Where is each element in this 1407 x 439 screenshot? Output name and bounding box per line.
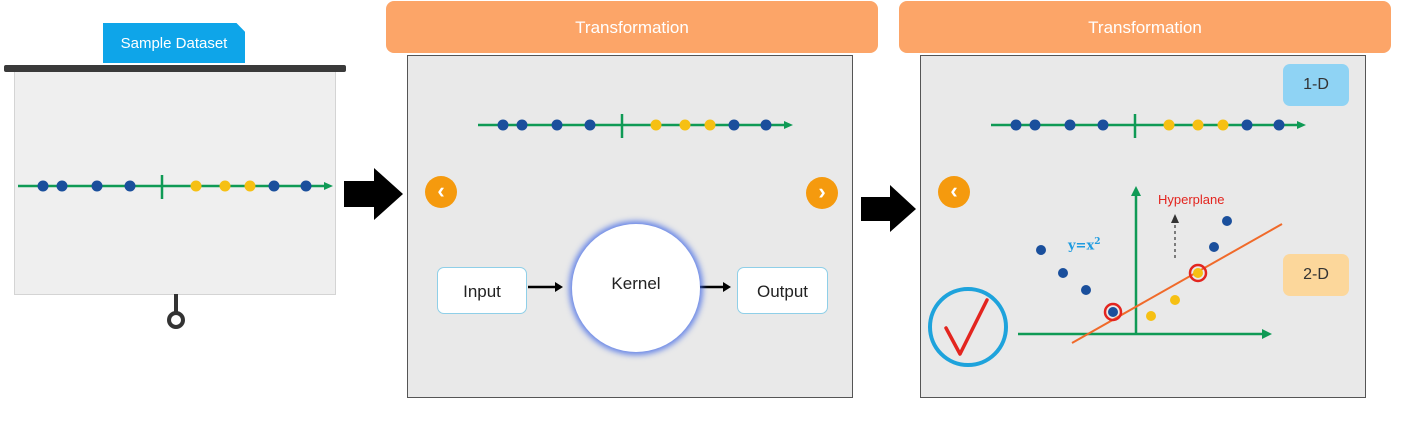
right-arrow-icon [344,168,403,220]
badge-1d: 1-D [1283,64,1349,106]
blue-point [760,119,772,131]
blue-point [1241,119,1253,131]
output-box: Output [737,267,828,314]
blue-point [1081,285,1091,295]
equation-base: y=x [1068,238,1095,254]
blue-point [268,180,280,192]
projector-stand-icon [167,294,185,329]
badge-2d: 2-D [1283,254,1349,296]
blue-point [91,180,103,192]
yellow-point [1163,119,1175,131]
blue-point [124,180,136,192]
checkmark-icon [928,287,1008,367]
hyperplane-pointer [1171,214,1179,258]
chevron-left-icon[interactable]: ‹ [938,176,970,208]
yellow-point [1170,295,1180,305]
yellow-point [244,180,256,192]
hyperplane-label: Hyperplane [1158,192,1225,207]
blue-point [1108,307,1118,317]
highlight-ring [1188,263,1208,283]
yellow-point [219,180,231,192]
blue-point [37,180,49,192]
kernel-to-output-arrow [700,282,731,292]
blue-point [551,119,563,131]
blue-point [1097,119,1109,131]
equation-label: y=x2 [1068,237,1100,253]
yellow-point [704,119,716,131]
yellow-point [1193,268,1203,278]
blue-point [497,119,509,131]
transformation-banner-2: Transformation [899,1,1391,53]
yellow-point [1146,311,1156,321]
projector-screen [14,72,336,295]
plot-points [1036,216,1232,322]
blue-point [1036,245,1046,255]
blue-point [56,180,68,192]
plot-axes [1018,186,1272,339]
hyperplane-line [1071,223,1283,344]
projector-bar [4,65,346,72]
data-points [37,119,1285,192]
blue-point [516,119,528,131]
equation-exponent: 2 [1094,237,1101,247]
yellow-point [1192,119,1204,131]
input-box: Input [437,267,527,314]
blue-point [1209,242,1219,252]
chevron-left-icon[interactable]: ‹ [425,176,457,208]
transformation-banner-1: Transformation [386,1,878,53]
blue-point [1029,119,1041,131]
yellow-point [679,119,691,131]
right-arrow-icon [861,185,916,232]
blue-point [1273,119,1285,131]
highlight-ring [1103,302,1123,322]
chevron-right-icon[interactable]: › [806,177,838,209]
transformation-panel-2 [920,55,1366,398]
kernel-circle: Kernel [572,224,700,352]
blue-point [728,119,740,131]
sample-dataset-tab: Sample Dataset [103,23,245,63]
blue-point [1222,216,1232,226]
input-to-kernel-arrow [528,282,563,292]
blue-point [1064,119,1076,131]
yellow-point [190,180,202,192]
blue-point [1010,119,1022,131]
blue-point [584,119,596,131]
yellow-point [1217,119,1229,131]
blue-point [300,180,312,192]
yellow-point [650,119,662,131]
blue-point [1058,268,1068,278]
